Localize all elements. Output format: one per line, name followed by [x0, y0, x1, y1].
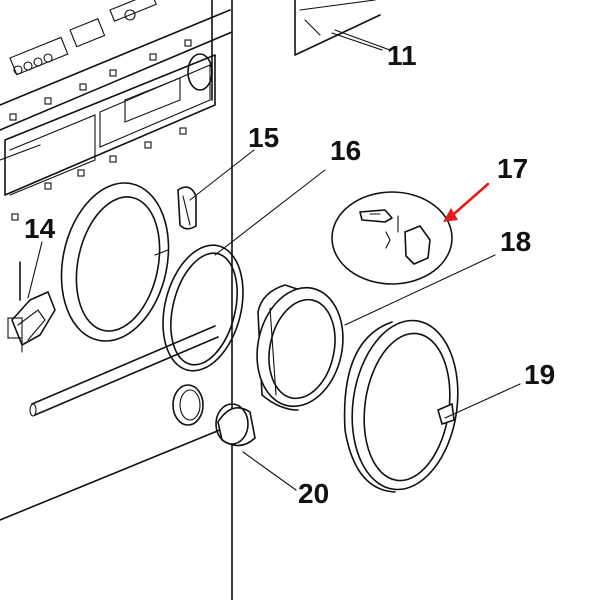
callout-labels: 11 14 15 16 17 18 19 20 [24, 40, 555, 509]
part-11-bracket [294, 0, 391, 56]
part-17-detail-bubble [331, 191, 453, 285]
panel-hole [172, 384, 204, 426]
highlight-arrow [443, 182, 490, 222]
callout-19: 19 [524, 359, 555, 390]
callout-18: 18 [500, 226, 531, 257]
callout-11: 11 [387, 40, 417, 71]
part-14-latch [7, 261, 56, 353]
part-16-ring [162, 244, 244, 372]
callout-15: 15 [248, 122, 279, 153]
callout-14: 14 [24, 213, 56, 244]
part-20-knob [215, 403, 256, 447]
panel-door-opening [60, 182, 170, 342]
control-panel [0, 0, 233, 600]
callout-20: 20 [298, 478, 329, 509]
part-19-ring [343, 319, 459, 493]
part-18-sleeve [256, 284, 344, 411]
leader-lines [27, 32, 521, 491]
part-15-knob [177, 186, 197, 230]
panel-slot [31, 325, 216, 405]
callout-17: 17 [497, 153, 528, 184]
callout-16: 16 [330, 135, 361, 166]
